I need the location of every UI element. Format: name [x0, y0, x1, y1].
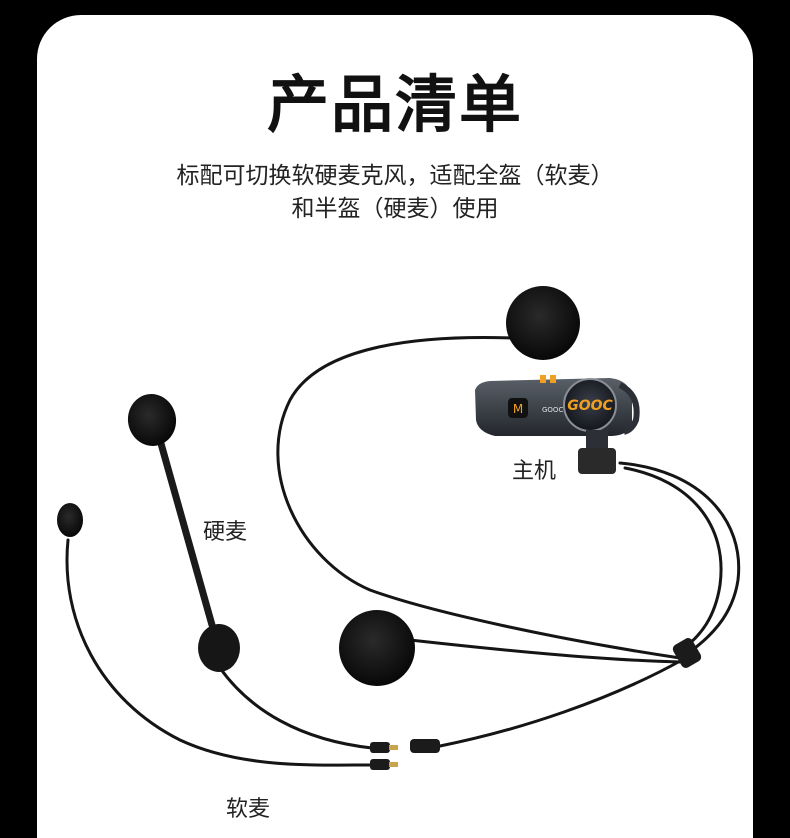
hard-mic-boom [156, 436, 216, 629]
cable-group [65, 336, 741, 767]
hard-mic-plug-tip [389, 745, 398, 750]
accent-mark-1 [540, 375, 546, 383]
upper-speaker [506, 286, 580, 360]
main-unit-clip [618, 382, 640, 435]
female-connector [410, 739, 440, 753]
hard-mic-mount [198, 624, 240, 672]
page-subtitle: 标配可切换软硬麦克风，适配全盔（软麦） 和半盔（硬麦）使用 [0, 160, 790, 226]
label-soft-mic: 软麦 [226, 797, 271, 822]
subtitle-line-1: 标配可切换软硬麦克风，适配全盔（软麦） [176, 163, 614, 189]
brand-logo: GOOC [567, 398, 613, 414]
cable-splitter [672, 638, 702, 668]
hard-mic-cable [218, 666, 374, 750]
main-unit-device: M GOOC C50 GOOC [475, 375, 640, 474]
splitter-to-plug-cable [438, 658, 684, 748]
soft-mic-foam [57, 503, 83, 537]
label-hard-mic: 硬麦 [203, 520, 248, 545]
main-unit-base [578, 448, 616, 474]
hard-mic [127, 394, 240, 672]
main-unit-neck [586, 430, 608, 452]
m-button-letter: M [513, 402, 523, 416]
label-main-unit: 主机 [512, 459, 557, 484]
soft-mic-plug-tip [389, 762, 398, 767]
model-text: GOOC C50 [542, 406, 579, 414]
lower-speaker [339, 610, 415, 686]
m-button [508, 398, 528, 418]
soft-mic-cable [65, 538, 372, 767]
lower-speaker-cable [408, 638, 682, 664]
soft-mic-plug [370, 759, 390, 770]
hard-mic-plug [370, 742, 390, 753]
subtitle-line-2: 和半盔（硬麦）使用 [291, 196, 499, 222]
main-unit-cable-b [623, 466, 723, 650]
main-unit-cable-a [618, 461, 741, 654]
accent-mark-2 [550, 375, 556, 383]
connector-group [370, 739, 440, 770]
hard-mic-foam [127, 394, 177, 446]
page-title: 产品清单 [266, 68, 523, 141]
upper-speaker-cable [276, 336, 682, 660]
soft-mic [57, 503, 83, 537]
